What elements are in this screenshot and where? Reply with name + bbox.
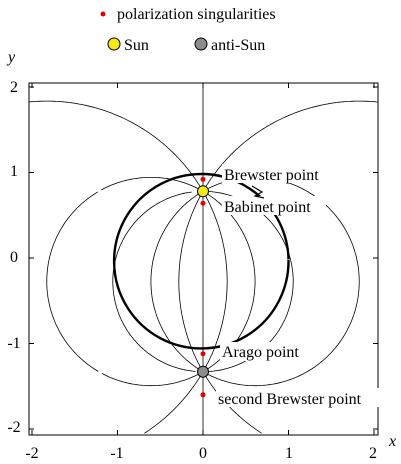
singularity-marker (200, 351, 206, 357)
babinet-point-label: Babinet point (224, 199, 311, 216)
legend-sun-label: Sun (124, 37, 149, 54)
singularity-marker (200, 200, 206, 206)
scattering-circle (112, 172, 290, 350)
axis-ticks (29, 83, 378, 435)
brewster-point-label: Brewster point (224, 167, 319, 184)
legend-anti-sun-label: anti-Sun (211, 37, 265, 54)
legend: polarization singularities Sun anti-Sun (100, 6, 276, 54)
x-tick-label: -2 (25, 445, 38, 462)
y-tick-labels: 2 1 0 -1 -2 (7, 79, 20, 436)
x-tick-label: -1 (110, 445, 123, 462)
singularity-marker (200, 392, 206, 398)
second-brewster-label-bg (216, 388, 380, 407)
babinet-label-bg (222, 196, 326, 215)
plot-frame (28, 82, 379, 436)
y-tick-label: -2 (7, 419, 20, 436)
contour-lines (29, 83, 378, 434)
x-tick-label: 2 (369, 445, 377, 462)
x-tick-labels: -2 -1 0 1 2 (25, 445, 377, 462)
legend-anti-sun-marker (194, 37, 208, 51)
x-axis-label: x (388, 433, 396, 450)
arago-label-bg (220, 342, 314, 361)
second-brewster-point-label: second Brewster point (218, 391, 362, 408)
legend-sun-marker (107, 37, 121, 51)
legend-singularity-marker (100, 11, 106, 17)
annotations: Brewster point Babinet point Arago point… (216, 164, 380, 408)
tick-marks (29, 83, 378, 435)
y-axis-label: y (6, 49, 16, 66)
sun-marker (197, 185, 209, 198)
singular-points (197, 176, 209, 398)
y-tick-label: 1 (10, 163, 18, 180)
singularity-marker (200, 176, 206, 182)
y-tick-label: 0 (10, 249, 18, 266)
x-tick-label: 0 (199, 445, 207, 462)
annotation-leader (251, 185, 265, 199)
x-tick-label: 1 (285, 445, 293, 462)
anti-sun-marker (197, 365, 209, 378)
isoline-contours (29, 83, 378, 434)
y-tick-label: 2 (10, 79, 18, 96)
arago-point-label: Arago point (222, 344, 299, 361)
y-tick-label: -1 (7, 335, 20, 352)
legend-singularities-label: polarization singularities (117, 6, 276, 23)
brewster-label-bg (222, 164, 340, 183)
